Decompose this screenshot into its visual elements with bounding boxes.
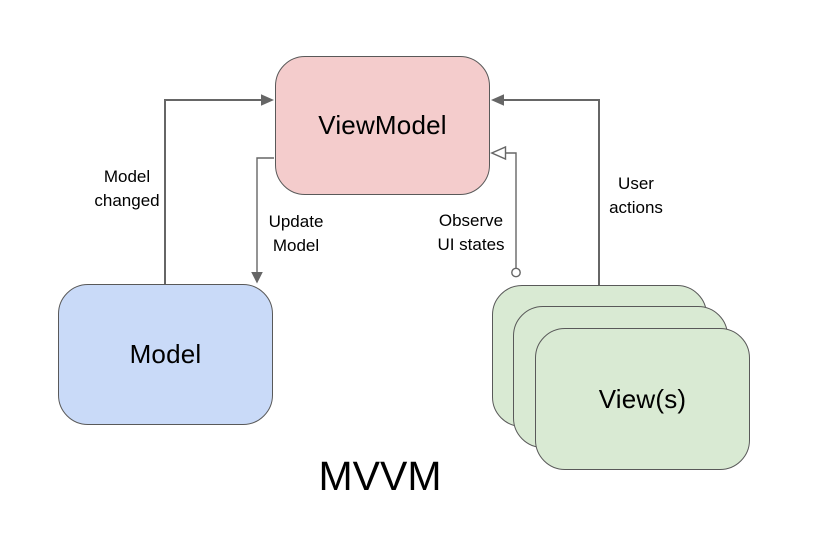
model-node: Model [58, 284, 273, 425]
model-changed-label: Model changed [94, 167, 160, 210]
model-label: Model [129, 339, 202, 369]
user-actions-label: User actions [609, 174, 663, 217]
update-model-label: Update Model [268, 212, 324, 255]
view-node-front: View(s) [535, 328, 750, 470]
observe-ui-states-label: Observe UI states [437, 211, 505, 254]
viewmodel-node: ViewModel [275, 56, 490, 195]
viewmodel-label: ViewModel [318, 110, 447, 140]
diagram-title: MVVM [318, 453, 442, 499]
views-label: View(s) [598, 383, 687, 414]
